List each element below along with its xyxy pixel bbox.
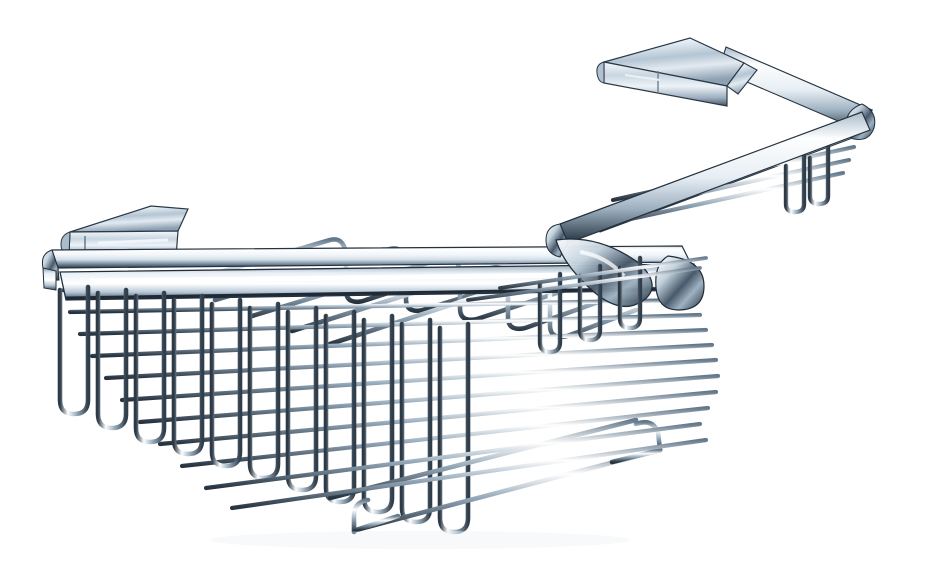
front-wire-loops: [57, 284, 471, 535]
left-hook-highlight: [97, 238, 169, 245]
right-hook-bend: [726, 62, 758, 95]
right-hook-highlight: [624, 74, 661, 81]
front-rail-left-end: [42, 267, 57, 291]
base-grid-far: [466, 256, 708, 302]
bottom-support-secondary: [203, 421, 709, 511]
right-hook-tip: [596, 61, 605, 84]
front-band-highlight: [89, 271, 661, 284]
upper-tier-end-loops: [783, 143, 831, 215]
right-hook[interactable]: [596, 37, 758, 107]
contact-shadow: [210, 531, 630, 549]
